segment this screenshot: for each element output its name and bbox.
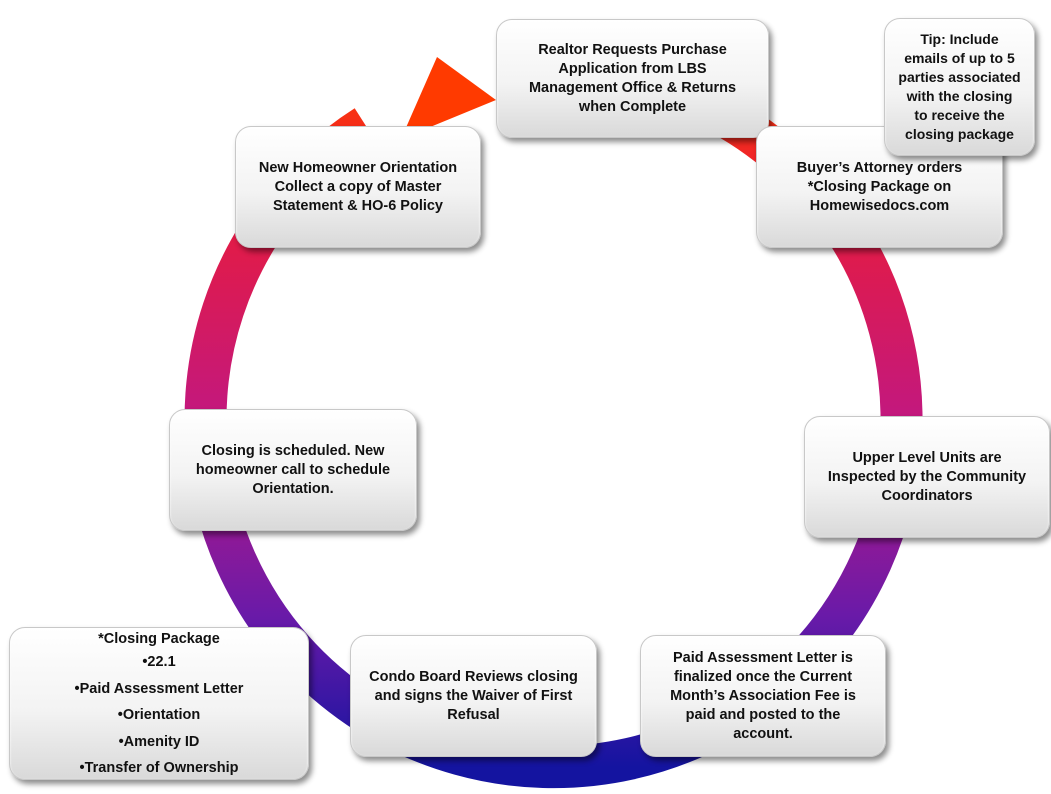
step-text-line: Management Office & Returns [528,79,737,96]
tip-text-line: parties associated [898,69,1021,85]
closing-package-box: *Closing Package •22.1 •Paid Assessment … [9,627,309,780]
step-text-line: paid and posted to the [685,706,841,723]
step-text-line: Closing is scheduled. New [201,442,385,459]
step-text-line: homeowner call to schedule [195,461,391,478]
step-assessment-letter-finalized: Paid Assessment Letter is finalized once… [640,635,886,757]
step-text-line: Condo Board Reviews closing [369,668,578,685]
tip-text-line: emails of up to 5 [904,50,1015,66]
step-text-line: Collect a copy of Master [274,178,442,195]
step-text-line: Buyer’s Attorney orders [796,159,963,176]
step-text-line: New Homeowner Orientation [258,159,458,176]
closing-package-item: •Amenity ID [118,733,200,750]
tip-text-line: closing package [905,126,1014,142]
step-closing-scheduled: Closing is scheduled. New homeowner call… [169,409,417,531]
step-text-line: and signs the Waiver of First [374,687,573,704]
closing-package-item: •22.1 [142,654,176,670]
step-text-line: Orientation. [252,480,334,497]
closing-package-item: •Paid Assessment Letter [74,680,244,697]
cycle-arrow-head [401,57,496,139]
step-text-line: Statement & HO-6 Policy [272,197,443,214]
tip-text-line: to receive the [914,107,1005,123]
step-text-line: *Closing Package on [807,178,952,195]
step-text-line: Homewisedocs.com [809,197,950,214]
closing-package-title: *Closing Package [98,631,220,647]
step-text-line: finalized once the Current [673,668,853,685]
step-text-line: Refusal [447,706,500,723]
step-homeowner-orientation: New Homeowner Orientation Collect a copy… [235,126,481,248]
step-realtor-requests-application: Realtor Requests Purchase Application fr… [496,19,769,138]
step-text-line: Upper Level Units are [852,449,1002,466]
step-text-line: when Complete [578,98,687,115]
closing-package-item: •Transfer of Ownership [79,760,239,776]
step-units-inspected: Upper Level Units are Inspected by the C… [804,416,1050,538]
step-text-line: Application from LBS [558,60,707,77]
tip-text-line: with the closing [906,88,1013,104]
step-text-line: Paid Assessment Letter is [673,649,853,666]
step-text-line: Coordinators [881,487,973,504]
step-board-reviews-closing: Condo Board Reviews closing and signs th… [350,635,597,757]
closing-package-item: •Orientation [117,707,201,723]
step-text-line: Inspected by the Community [827,468,1027,485]
tip-text-line: Tip: Include [920,31,999,47]
step-text-line: Realtor Requests Purchase [538,41,727,58]
step-text-line: Month’s Association Fee is [670,687,856,704]
step-text-line: account. [733,725,793,742]
tip-box: Tip: Include emails of up to 5 parties a… [884,18,1035,156]
